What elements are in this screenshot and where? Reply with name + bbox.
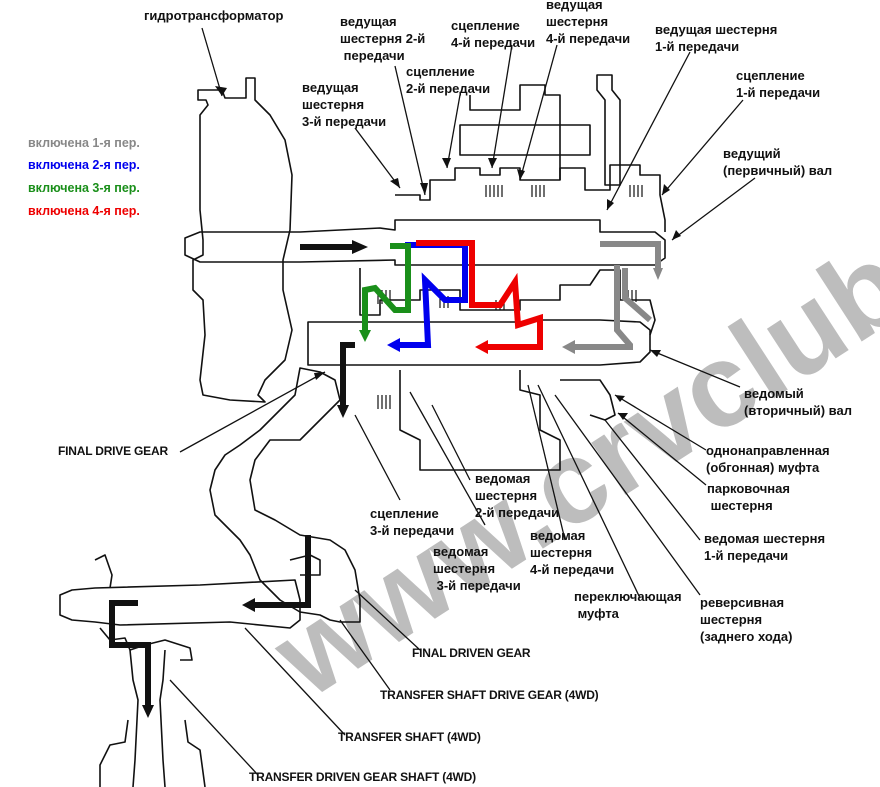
label-driven-gear-4th: ведомая шестерня 4-й передачи [530,528,615,577]
legend-3rd: включена 3-я пер. [28,181,140,195]
lower-case [209,367,361,623]
label-driven-gear-3rd: ведомая шестерня 3-й передачи [433,544,521,593]
clutch-plates [377,185,643,409]
label-drive-gear-3rd: ведущая шестерня 3-й передачи [302,80,387,129]
leader-arrowheads [215,86,681,420]
label-drive-gear-2nd: ведущая шестерня 2-й передачи [340,14,426,63]
label-mainshaft: ведущий (первичный) вал [723,146,833,178]
label-clutch-3rd: сцепление 3-й передачи [370,506,455,538]
flow-4th [416,240,543,350]
flow-3rd [362,243,411,330]
countershaft [307,319,651,366]
flow-1st [575,241,661,350]
label-driven-gear-2nd: ведомая шестерня 2-й передачи [475,471,560,520]
torque-converter-outline [192,77,293,403]
label-final-drive-gear: FINAL DRIVE GEAR [58,444,168,458]
input-shaft [184,219,666,266]
flow-output [340,342,355,405]
upper-frame [469,84,561,180]
label-clutch-4th: сцепление 4-й передачи [451,18,536,50]
legend-1st: включена 1-я пер. [28,136,140,150]
upper-housing [395,164,666,232]
label-torque-converter: гидротрансформатор [144,8,284,23]
flow-arrowheads [142,240,663,718]
label-drive-gear-1st: ведущая шестерня 1-й передачи [655,22,778,54]
label-transfer-shaft: TRANSFER SHAFT (4WD) [338,730,481,744]
label-driven-gear-1st: ведомая шестерня 1-й передачи [704,531,826,563]
label-shift-sleeve: переключающая муфта [574,589,682,621]
label-clutch-2nd: сцепление 2-й передачи [406,64,491,96]
label-clutch-1st: сцепление 1-й передачи [736,68,821,100]
label-reverse-gear: реверсивная шестерня (заднего хода) [700,595,793,644]
power-flow [109,240,661,705]
leader-lines [169,27,756,776]
label-transfer-drive-gear: TRANSFER SHAFT DRIVE GEAR (4WD) [380,688,599,702]
label-transfer-driven-shaft: TRANSFER DRIVEN GEAR SHAFT (4WD) [249,770,476,784]
label-park-gear: парковочная шестерня [707,481,790,513]
transfer-shaft [59,579,301,629]
legend-2nd: включена 2-я пер. [28,158,140,172]
label-final-driven-gear: FINAL DRIVEN GEAR [412,646,531,660]
transfer-driven-shaft [129,649,166,787]
label-one-way-clutch: однонаправленная (обгонная) муфта [706,443,830,475]
legend-4th: включена 4-я пер. [28,204,140,218]
label-countershaft: ведомый (вторичный) вал [744,386,852,418]
flow-transfer [109,535,311,705]
label-drive-gear-4th: ведущая шестерня 4-й передачи [546,0,631,46]
lower-housing-gears [359,268,656,336]
